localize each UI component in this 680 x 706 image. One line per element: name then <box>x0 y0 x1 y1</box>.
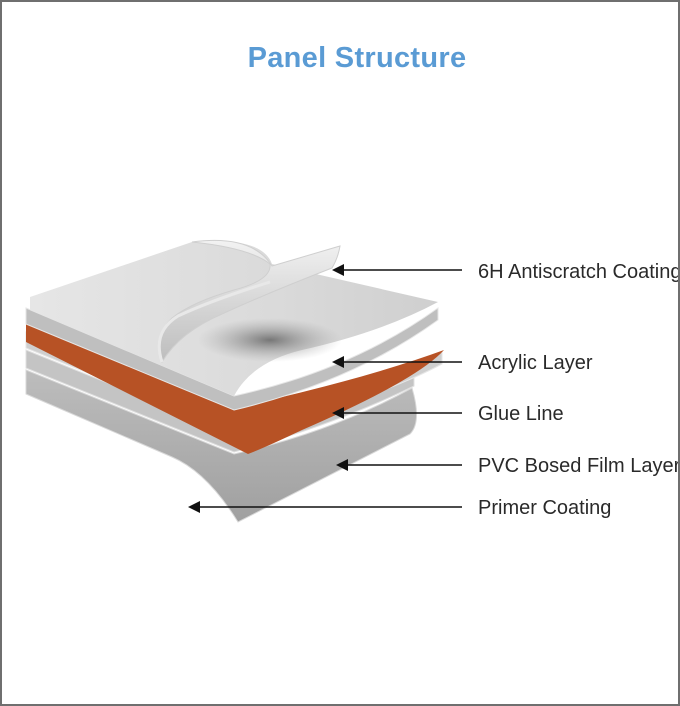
label-primer-coating: Primer Coating <box>478 497 611 519</box>
label-pvc-film-layer: PVC Bosed Film Layer <box>478 455 678 477</box>
curl-edge <box>157 280 271 363</box>
primer-coating-layer <box>25 369 417 523</box>
acrylic-layer <box>26 324 444 454</box>
curl-shadow <box>198 318 342 362</box>
antiscratch-curl <box>158 239 341 364</box>
annotation-arrows <box>188 264 462 513</box>
label-acrylic-layer: Acrylic Layer <box>478 352 593 374</box>
acrylic-support-sheet <box>25 307 439 411</box>
diagram-title: Panel Structure <box>247 42 467 74</box>
label-antiscratch-coating: 6H Antiscratch Coating <box>478 261 678 283</box>
top-coating-sheet <box>30 240 438 396</box>
label-glue-line: Glue Line <box>478 403 564 425</box>
